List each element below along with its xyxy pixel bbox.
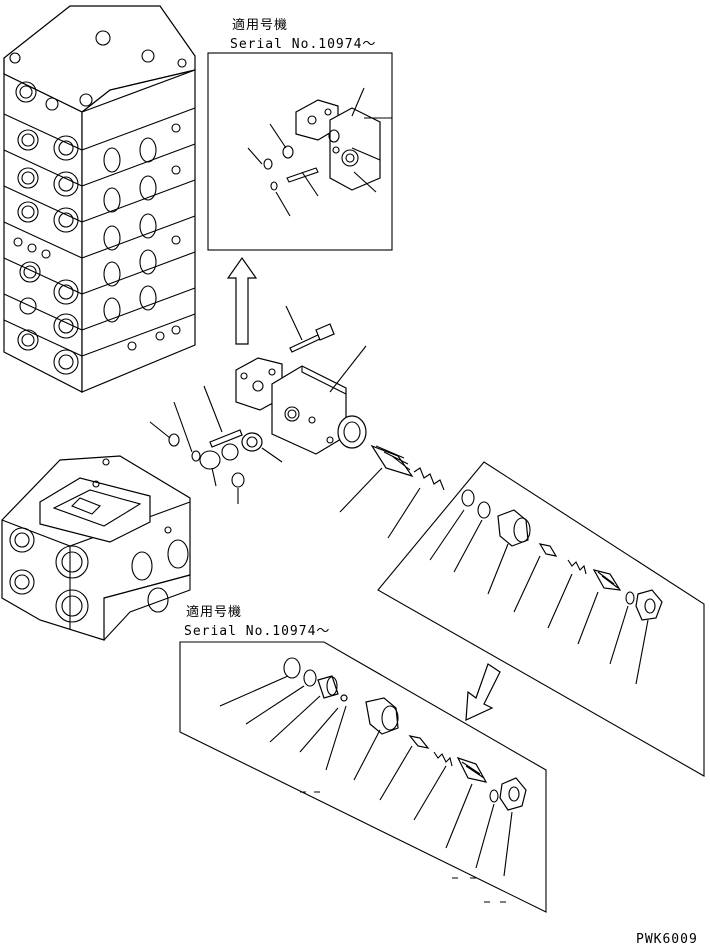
drawing-code: PWK6009 [636, 932, 698, 947]
top-inset-serial: Serial No.10974～ [230, 37, 377, 52]
up-arrow [226, 256, 258, 345]
lower-valve-section [1, 455, 191, 641]
bottom-inset-title: 適用号機 [186, 605, 243, 620]
top-inset-title: 適用号機 [232, 18, 289, 33]
top-inset-frame [207, 52, 393, 251]
valve-stack-assembly [3, 5, 196, 393]
bottom-inset-frame [179, 641, 547, 913]
right-parts-frame [377, 461, 705, 777]
bottom-inset-serial: Serial No.10974～ [184, 624, 331, 639]
middle-exploded-parts [149, 305, 445, 539]
down-arrow [465, 663, 501, 721]
